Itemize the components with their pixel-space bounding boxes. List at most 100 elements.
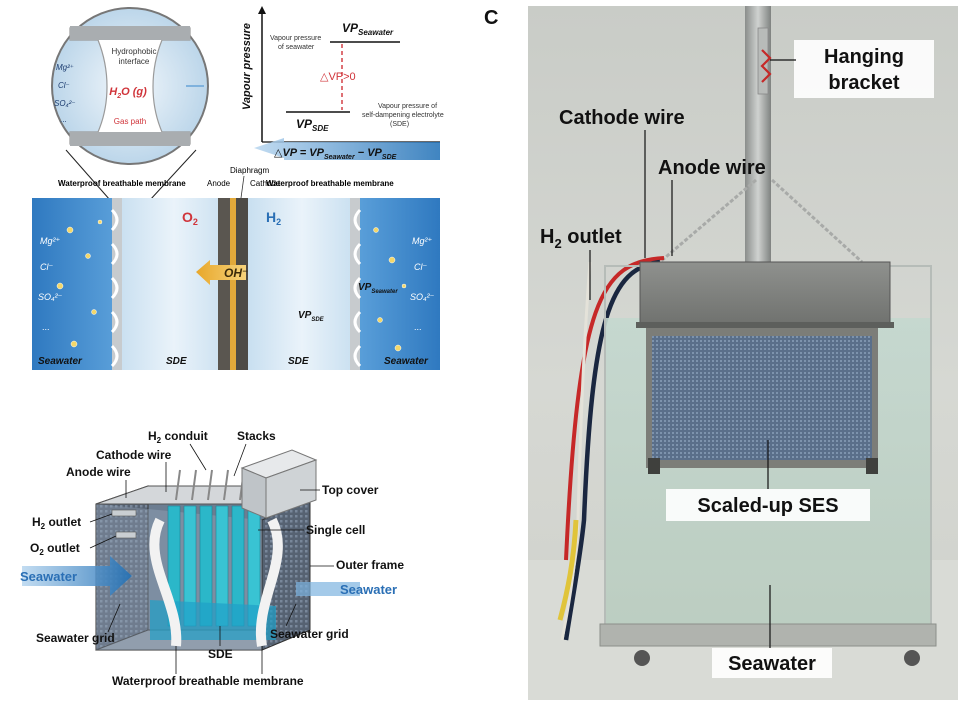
leader-o2-outlet [89, 535, 117, 549]
cell-sde-label-right: SDE [288, 356, 309, 367]
wheel-2 [904, 650, 920, 666]
cell-bubbles [56, 219, 407, 352]
cell-ion-right-mg: Mg²⁺ [412, 236, 432, 246]
cell-ion-left-mg: Mg²⁺ [40, 236, 60, 246]
cell-sde-left [118, 198, 230, 370]
label-scaled-up-ses: Scaled-up SES [666, 440, 870, 521]
svg-text:bracket: bracket [828, 72, 899, 94]
ses-mesh [652, 336, 872, 460]
red-strap [760, 49, 772, 83]
cell-vp-sde: VPSDE [298, 310, 325, 323]
label-anode-wire: Anode wire [658, 157, 766, 256]
svg-text:H2 outlet: H2 outlet [540, 226, 622, 251]
inset-membrane-bottom [70, 132, 190, 146]
vp-sde-label: VPSDE [296, 117, 329, 133]
inset-connector-right [149, 149, 197, 201]
panel-a-inset: Hydrophobic interface H2O (g) Gas path M… [51, 7, 209, 201]
cell-cathode [236, 198, 248, 370]
svg-text:Scaled-up SES: Scaled-up SES [697, 495, 838, 517]
device-anode-wire-label: Anode wire [66, 465, 131, 479]
panel-b: H2 conduit Stacks Cathode wire Anode wir… [20, 429, 404, 688]
cell-diaphragm [230, 198, 236, 370]
panel-c-letter: C [484, 7, 498, 29]
device-seawater-grid-label-left: Seawater grid [36, 631, 115, 645]
cell-sde-right [248, 198, 356, 370]
inset-ion-so4: SO₄²⁻ [54, 99, 76, 108]
leader-seawater-grid-left [107, 603, 121, 633]
ses-foot-right [866, 458, 878, 474]
ses-top-cover [639, 261, 891, 327]
cell-seawater-label-left: Seawater [38, 356, 83, 367]
inset-membrane-top [70, 26, 190, 40]
device-h2-outlet-label: H2 outlet [32, 515, 81, 531]
black-wire [563, 259, 661, 641]
vp-sde-desc-3: (SDE) [390, 121, 409, 128]
inset-gas-path-label: Gas path [114, 117, 146, 126]
vp-seawater-label: VPSeawater [342, 21, 394, 37]
inset-ion-mg: Mg²⁺ [56, 63, 74, 72]
device-cathode-wire-label: Cathode wire [96, 448, 172, 462]
leader-seawater-grid-right [285, 603, 297, 627]
panel-a-cell: Waterproof breathable membrane Waterproo… [32, 166, 440, 370]
device-stacks-label: Stacks [237, 429, 276, 443]
label-seawater-photo: Seawater [712, 585, 832, 678]
inset-h2o: H2O (g) [109, 86, 147, 100]
device-cells [167, 505, 261, 627]
device-membrane-right [255, 517, 283, 647]
vp-formula: △VP = VPSeawater − VPSDE [274, 147, 397, 161]
device-seawater-grid-label-right: Seawater grid [270, 627, 349, 641]
cell-ion-left-cl: Cl⁻ [40, 262, 53, 272]
cell-seawater-label-right: Seawater [384, 356, 429, 367]
cell-cathode-label: Cathode [250, 179, 281, 188]
svg-text:Seawater: Seawater [728, 653, 816, 675]
h2-outlet-tube [560, 261, 592, 641]
vp-delta-label: △VP>0 [320, 71, 356, 83]
device-outer-frame-label: Outer frame [336, 558, 404, 572]
svg-text:Hanging: Hanging [824, 46, 904, 68]
vp-sde-desc-2: self-dampening electrolyte [362, 112, 444, 119]
vp-y-arrow [258, 6, 266, 14]
yellow-tube [557, 519, 579, 621]
device-h2-pipe [111, 509, 137, 517]
device-seawater-label-right: Seawater [340, 582, 397, 597]
cell-membrane-right [350, 198, 362, 370]
cell-ion-right-cl: Cl⁻ [414, 262, 427, 272]
cell-diaphragm-label: Diaphragm [230, 166, 269, 175]
cell-anode [218, 198, 230, 370]
leader-h2-conduit [189, 443, 207, 471]
device-sde-label: SDE [208, 647, 233, 661]
device-seawater-label-left: Seawater [20, 569, 77, 584]
device-seawater-arrow-right [296, 582, 360, 596]
tank-base [599, 623, 937, 647]
cell-seawater-right [356, 198, 440, 370]
vp-seawater-desc-1: Vapour pressure [270, 35, 321, 42]
device-top-cover-front [241, 467, 267, 519]
vp-ylabel: Vapour pressure [241, 23, 253, 110]
wheel-1 [634, 650, 650, 666]
cell-diaphragm-tick [240, 175, 245, 199]
inset-ion-cl: Cl⁻ [58, 81, 70, 90]
cell-sde-label-left: SDE [166, 356, 187, 367]
panel-c: Hanging bracket Cathode wire Anode wire … [528, 6, 958, 700]
cell-o2: O2 [182, 209, 198, 227]
inset-hydrophobic-line2: interface [119, 57, 150, 66]
device-o2-outlet-label: O2 outlet [30, 541, 80, 557]
cell-vp-seawater: VPSeawater [358, 282, 398, 295]
cell-membrane-label-left: Waterproof breathable membrane [58, 179, 186, 188]
label-hanging-bracket: Hanging bracket [770, 40, 934, 98]
vp-seawater-desc-2: of seawater [278, 44, 315, 51]
panel-a-vp-chart: Vapour pressure VPSeawater Vapour pressu… [241, 6, 444, 161]
cell-ion-right-so4: SO₄²⁻ [410, 292, 435, 302]
inset-ion-more: ... [60, 115, 67, 124]
chain-left [659, 178, 757, 264]
leader-h2-outlet [89, 513, 113, 523]
leader-stacks [233, 443, 247, 477]
svg-text:Cathode wire: Cathode wire [559, 107, 685, 129]
cell-oh-label: OH⁻ [224, 266, 248, 280]
cell-ion-right-more: ... [414, 322, 422, 332]
cell-anode-label: Anode [207, 179, 231, 188]
device-o2-pipe [115, 531, 137, 539]
cell-h2: H2 [266, 209, 281, 227]
cell-ion-left-more: ... [42, 322, 50, 332]
